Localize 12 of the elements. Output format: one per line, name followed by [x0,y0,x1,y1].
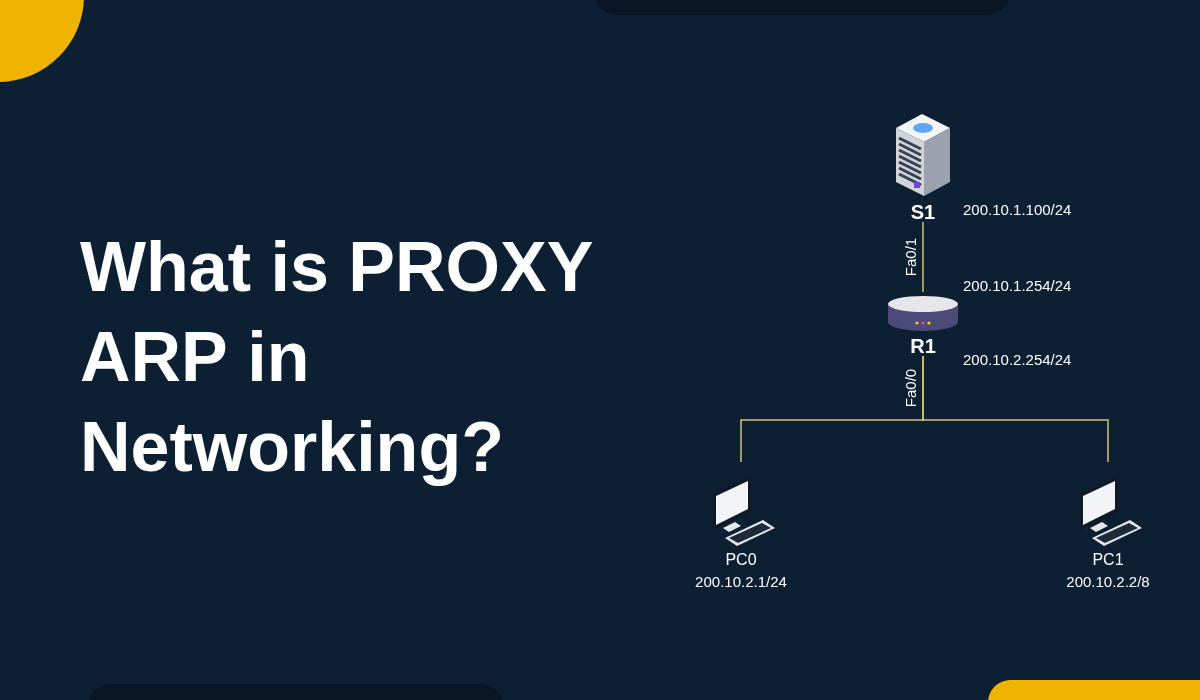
ip-address: 200.10.2.2/8 [1066,574,1150,589]
connection-line [922,221,924,293]
ip-address: 200.10.2.1/24 [695,574,787,589]
device-label: R1 [910,336,936,356]
device-label: PC0 [725,552,757,568]
device-label: PC1 [1092,552,1124,568]
ip-address: 200.10.2.254/24 [963,352,1072,367]
ip-address: 200.10.1.100/24 [963,202,1072,217]
ip-address: 200.10.1.254/24 [963,278,1072,293]
device-label: S1 [910,202,936,222]
connection-line [922,355,1109,463]
title: What is PROXY ARP in Networking? [80,227,594,488]
